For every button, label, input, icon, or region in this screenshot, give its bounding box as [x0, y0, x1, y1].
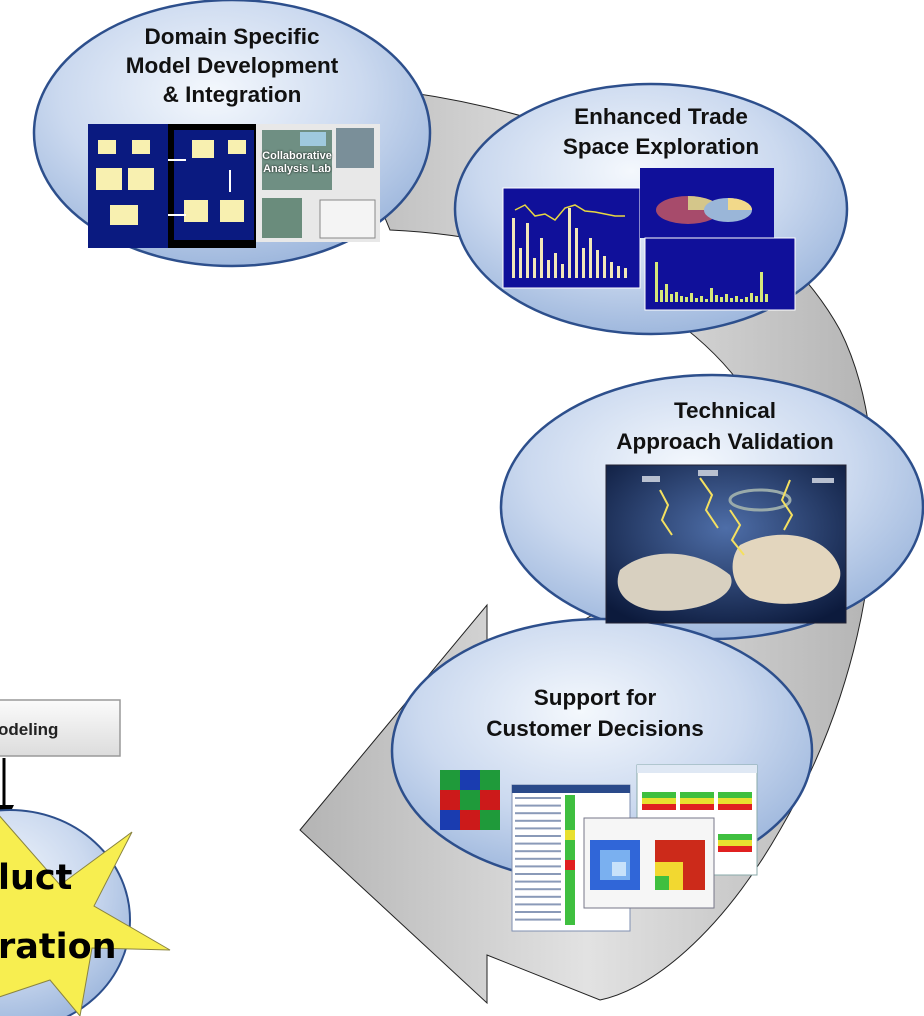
- stage3-label: Technical Approach Validation: [560, 395, 890, 457]
- stage2-label-line1: Enhanced Trade: [574, 104, 748, 129]
- stage3-label-line2: Approach Validation: [616, 429, 834, 454]
- dashboard-tile-band: [718, 798, 752, 804]
- dashboard-tile-band: [680, 804, 714, 810]
- chart-bar: [765, 294, 768, 302]
- chart-bar: [655, 262, 658, 302]
- chart-bar: [735, 296, 738, 302]
- chart-bar: [610, 262, 613, 278]
- chart-bar: [568, 208, 571, 278]
- chart-bar: [582, 248, 585, 278]
- stage3-label-line1: Technical: [673, 398, 777, 423]
- chart-bar: [700, 296, 703, 302]
- table-row-line: [515, 850, 561, 853]
- chart-bar: [745, 297, 748, 302]
- dashboard-tile-band: [642, 798, 676, 804]
- stage2-label: Enhanced Trade Space Exploration: [530, 102, 792, 162]
- stage1-caption-line2: Analysis Lab: [263, 163, 331, 175]
- stage4-label-line2: Customer Decisions: [486, 716, 704, 741]
- dashboard-tile-band: [680, 792, 714, 798]
- table-row-line: [515, 911, 561, 913]
- modeling-box-label: odeling: [0, 720, 58, 739]
- stage2-label-line2: Space Exploration: [562, 134, 760, 159]
- table-row-line: [515, 835, 561, 837]
- table-row-line: [515, 812, 561, 815]
- table-row-line: [515, 797, 561, 799]
- stage2-image: [502, 168, 796, 311]
- stage1-label-line2: Model Development: [125, 53, 339, 78]
- chart-bar: [760, 272, 763, 302]
- chart-bar: [589, 238, 592, 278]
- chart-bar: [540, 238, 543, 278]
- chart-bar: [665, 284, 668, 302]
- chart-bar: [603, 256, 606, 278]
- stage1-label-line1: Domain Specific: [144, 24, 320, 49]
- stage1-caption: Collaborative Analysis Lab: [252, 150, 342, 176]
- dashboard-tile-band: [680, 798, 714, 804]
- star-label-line1: luct: [0, 858, 73, 898]
- stage1-label: Domain Specific Model Development & Inte…: [82, 22, 382, 109]
- star-label-line2: ration: [0, 927, 117, 967]
- chart-bar: [660, 290, 663, 302]
- chart-bar: [526, 223, 529, 278]
- chart-bar: [624, 268, 627, 278]
- chart-bar: [533, 258, 536, 278]
- table-row-line: [515, 918, 561, 921]
- chart-bar: [519, 248, 522, 278]
- chart-bar: [705, 299, 708, 302]
- chart-bar: [690, 293, 693, 302]
- modeling-box: [0, 699, 121, 757]
- chart-bar: [617, 266, 620, 278]
- star-burst: [0, 815, 171, 1016]
- chart-bar: [755, 296, 758, 302]
- chart-bar: [715, 295, 718, 302]
- dashboard-tile-band: [642, 792, 676, 798]
- table-row-line: [515, 880, 561, 883]
- dashboard-tile-band: [718, 792, 752, 798]
- stage1-caption-line1: Collaborative: [262, 150, 332, 162]
- table-row-line: [515, 842, 561, 845]
- chart-bar: [710, 288, 713, 302]
- table-row-line: [515, 895, 561, 898]
- table-row-line: [515, 888, 561, 891]
- stage1-image: [88, 124, 380, 248]
- chart-bar: [547, 260, 550, 278]
- chart-bar: [725, 294, 728, 302]
- table-row-line: [515, 827, 561, 830]
- chart-bar: [750, 293, 753, 302]
- stage4-image: [440, 764, 758, 932]
- dashboard-tile-band: [718, 804, 752, 810]
- table-row-line: [515, 804, 561, 807]
- chart-bar: [512, 218, 515, 278]
- table-row-line: [515, 865, 561, 868]
- chart-bar: [680, 296, 683, 302]
- table-row-line: [515, 857, 561, 860]
- chart-bar: [720, 297, 723, 302]
- stage4-label: Support for Customer Decisions: [430, 682, 760, 744]
- stage4-label-line1: Support for: [533, 685, 657, 710]
- chart-bar: [675, 292, 678, 302]
- chart-bar: [740, 299, 743, 302]
- chart-bar: [554, 253, 557, 278]
- chart-bar: [730, 298, 733, 302]
- dashboard-tile-band: [642, 804, 676, 810]
- table-row-line: [515, 819, 561, 822]
- dashboard-tile-band: [718, 834, 752, 840]
- table-row-line: [515, 873, 561, 875]
- chart-bar: [670, 294, 673, 302]
- dashboard-tile-band: [718, 846, 752, 852]
- chart-bar: [685, 297, 688, 302]
- table-row-line: [515, 903, 561, 906]
- chart-bar: [575, 228, 578, 278]
- chart-bar: [695, 298, 698, 302]
- dashboard-tile-band: [718, 840, 752, 846]
- chart-bar: [561, 264, 564, 278]
- chart-bar: [596, 250, 599, 278]
- stage1-label-line3: & Integration: [162, 82, 302, 107]
- stage3-image: [605, 464, 847, 624]
